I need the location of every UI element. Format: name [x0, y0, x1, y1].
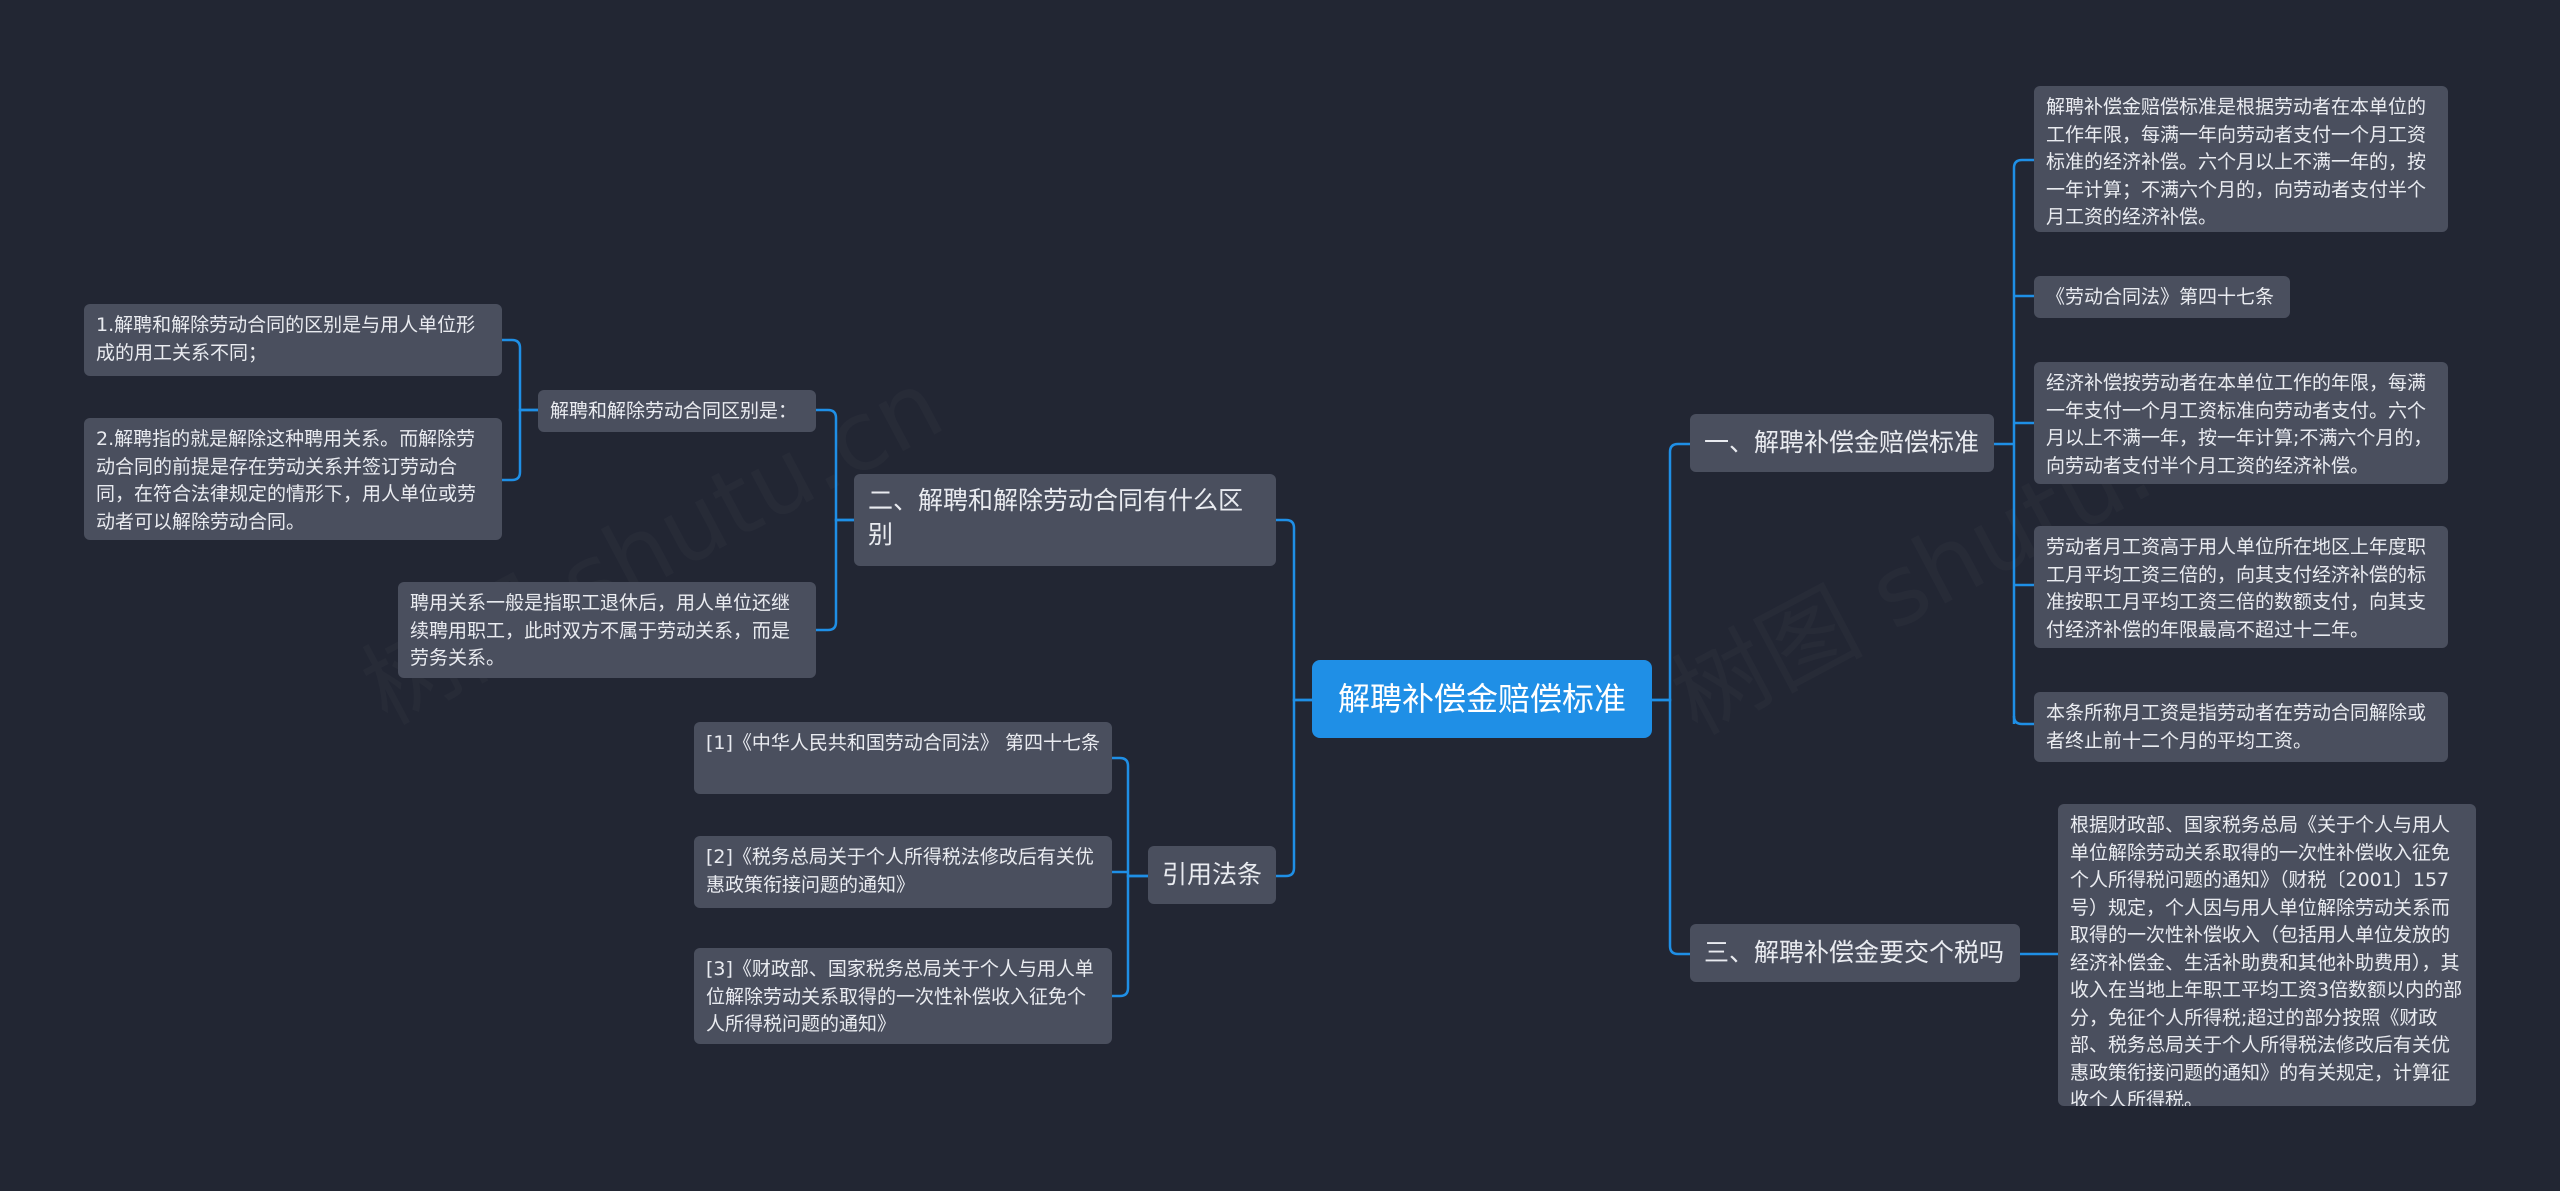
- branch-standard-label: 一、解聘补偿金赔偿标准: [1704, 428, 1980, 457]
- leaf-standard-5[interactable]: 本条所称月工资是指劳动者在劳动合同解除或者终止前十二个月的平均工资。: [2034, 692, 2448, 762]
- leaf-text: 1.解聘和解除劳动合同的区别是与用人单位形成的用工关系不同；: [96, 314, 476, 364]
- link-branch2-item: [816, 518, 854, 632]
- link-center-branch3: [1652, 698, 1690, 956]
- leaf-text: 根据财政部、国家税务总局《关于个人与用人单位解除劳动关系取得的一次性补偿收入征免…: [2070, 814, 2463, 1106]
- branch-difference[interactable]: 二、解聘和解除劳动合同有什么区别: [854, 474, 1276, 566]
- leaf-text: 劳动者月工资高于用人单位所在地区上年度职工月平均工资三倍的，向其支付经济补偿的标…: [2046, 536, 2427, 641]
- link-sub-item2: [502, 408, 538, 482]
- link-leaf-5: [2012, 715, 2034, 726]
- center-topic[interactable]: 解聘补偿金赔偿标准: [1312, 660, 1652, 738]
- leaf-standard-1[interactable]: 解聘补偿金赔偿标准是根据劳动者在本单位的工作年限，每满一年向劳动者支付一个月工资…: [2034, 86, 2448, 232]
- ref-item-1[interactable]: [1]《中华人民共和国劳动合同法》 第四十七条: [694, 722, 1112, 794]
- branch-standard[interactable]: 一、解聘补偿金赔偿标准: [1690, 414, 1994, 472]
- branch-difference-label: 二、解聘和解除劳动合同有什么区别: [868, 486, 1244, 549]
- branch-refs[interactable]: 引用法条: [1148, 846, 1276, 904]
- center-topic-label: 解聘补偿金赔偿标准: [1337, 680, 1626, 718]
- link-center-branch1: [1652, 442, 1690, 702]
- sub-difference[interactable]: 解聘和解除劳动合同区别是：: [538, 390, 816, 432]
- leaf-difference-2[interactable]: 2.解聘指的就是解除这种聘用关系。而解除劳动合同的前提是存在劳动关系并签订劳动合…: [84, 418, 502, 540]
- leaf-text: 聘用关系一般是指职工退休后，用人单位还继续聘用职工，此时双方不属于劳动关系，而是…: [410, 592, 791, 670]
- link-branch2-sub: [816, 408, 854, 522]
- ref-item-3[interactable]: [3]《财政部、国家税务总局关于个人与用人单位解除劳动关系取得的一次性补偿收入征…: [694, 948, 1112, 1044]
- link-leaf-1: [2012, 158, 2034, 169]
- leaf-text: 本条所称月工资是指劳动者在劳动合同解除或者终止前十二个月的平均工资。: [2046, 702, 2427, 752]
- leaf-text: [3]《财政部、国家税务总局关于个人与用人单位解除劳动关系取得的一次性补偿收入征…: [706, 958, 1094, 1036]
- leaf-standard-3[interactable]: 经济补偿按劳动者在本单位工作的年限，每满一年支付一个月工资标准向劳动者支付。六个…: [2034, 362, 2448, 484]
- leaf-difference-3[interactable]: 聘用关系一般是指职工退休后，用人单位还继续聘用职工，此时双方不属于劳动关系，而是…: [398, 582, 816, 678]
- branch-tax[interactable]: 三、解聘补偿金要交个税吗: [1690, 924, 2020, 982]
- link-ref-3: [1112, 874, 1148, 998]
- link-sub-item1: [502, 338, 538, 412]
- branch-tax-label: 三、解聘补偿金要交个税吗: [1704, 938, 2005, 967]
- leaf-difference-1[interactable]: 1.解聘和解除劳动合同的区别是与用人单位形成的用工关系不同；: [84, 304, 502, 376]
- leaf-tax-1[interactable]: 根据财政部、国家税务总局《关于个人与用人单位解除劳动关系取得的一次性补偿收入征免…: [2058, 804, 2476, 1106]
- branch-refs-label: 引用法条: [1162, 860, 1263, 889]
- leaf-text: [1]《中华人民共和国劳动合同法》 第四十七条: [706, 732, 1100, 754]
- leaf-standard-2[interactable]: 《劳动合同法》第四十七条: [2034, 276, 2290, 318]
- leaf-text: 《劳动合同法》第四十七条: [2046, 286, 2275, 308]
- link-center-branch2: [1276, 518, 1312, 702]
- leaf-standard-4[interactable]: 劳动者月工资高于用人单位所在地区上年度职工月平均工资三倍的，向其支付经济补偿的标…: [2034, 526, 2448, 648]
- link-branch1-leaves: [1994, 168, 2016, 724]
- sub-difference-label: 解聘和解除劳动合同区别是：: [550, 400, 798, 422]
- leaf-text: [2]《税务总局关于个人所得税法修改后有关优惠政策衔接问题的通知》: [706, 846, 1094, 896]
- link-center-refs: [1276, 698, 1312, 878]
- leaf-text: 解聘补偿金赔偿标准是根据劳动者在本单位的工作年限，每满一年向劳动者支付一个月工资…: [2046, 96, 2427, 229]
- link-ref-1: [1112, 756, 1148, 878]
- ref-item-2[interactable]: [2]《税务总局关于个人所得税法修改后有关优惠政策衔接问题的通知》: [694, 836, 1112, 908]
- leaf-text: 经济补偿按劳动者在本单位工作的年限，每满一年支付一个月工资标准向劳动者支付。六个…: [2046, 372, 2433, 477]
- leaf-text: 2.解聘指的就是解除这种聘用关系。而解除劳动合同的前提是存在劳动关系并签订劳动合…: [96, 428, 477, 533]
